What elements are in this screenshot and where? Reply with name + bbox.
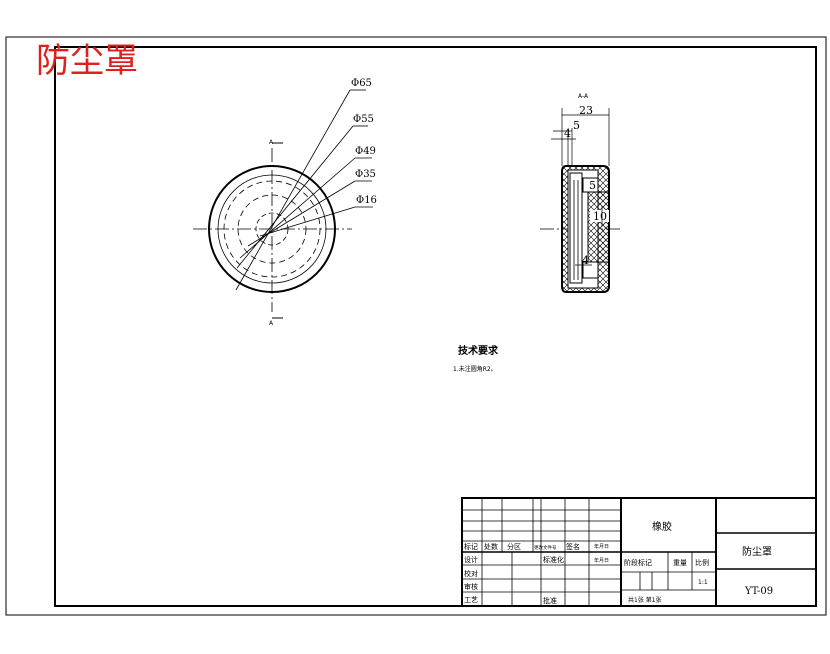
dim-r5: 5 (589, 179, 596, 192)
dim-width-23: 23 (579, 104, 593, 117)
front-view: A A Φ65 Φ55 Φ49 Φ35 Φ16 (193, 78, 377, 327)
tb-designer: 设计 (464, 555, 478, 564)
section-label: A-A (578, 93, 589, 100)
dim-4: 4 (564, 127, 571, 140)
tb-material: 橡胶 (652, 520, 672, 533)
drawing-title: 防尘罩 (36, 41, 138, 81)
tb-sheets: 共1张 第1张 (628, 596, 662, 604)
title-block: 标记 处数 分区 更改文件号 签名 年月日 年月日 设计 校对 审核 工艺 标准… (461, 497, 817, 607)
tb-standardization: 标准化 (543, 555, 564, 564)
tb-label-zone: 分区 (507, 542, 521, 551)
dim-d65: Φ65 (351, 78, 372, 89)
tb-scale-value: 1:1 (698, 579, 708, 586)
tb-process: 工艺 (464, 596, 478, 604)
tb-label-date: 年月日 (594, 543, 609, 550)
tech-req-line-1: 1.未注圆角R2。 (453, 365, 497, 373)
tb-label-mark: 标记 (464, 542, 478, 551)
dim-d16: Φ16 (356, 195, 377, 206)
tb-scale: 比例 (695, 558, 709, 567)
dim-b4: 4 (582, 254, 589, 267)
tb-stage: 阶段标记 (624, 558, 652, 567)
section-view: A-A 23 5 4 5 10 4 (540, 93, 620, 293)
dim-d55: Φ55 (353, 114, 374, 125)
tb-label-count: 处数 (484, 542, 498, 551)
dim-d49: Φ49 (355, 146, 376, 157)
tb-weight: 重量 (673, 559, 687, 567)
tb-checker: 校对 (464, 569, 478, 578)
dim-10: 10 (593, 210, 607, 223)
inner-frame (54, 46, 817, 607)
tb-reviewer: 审核 (464, 582, 478, 591)
tb-approve: 批准 (543, 596, 557, 605)
tb-label-sign: 签名 (566, 542, 580, 551)
dim-5: 5 (573, 119, 580, 132)
dim-d35: Φ35 (355, 169, 376, 180)
section-mark-bottom: A (269, 320, 274, 327)
tb-drawing-no: YT-09 (744, 586, 773, 597)
tb-label-date-2: 年月日 (594, 557, 609, 564)
section-mark-top: A (269, 139, 274, 146)
tb-label-change-doc: 更改文件号 (534, 544, 557, 551)
tech-req-title: 技术要求 (458, 344, 499, 357)
tb-part-name: 防尘罩 (742, 545, 772, 558)
outer-border (5, 36, 827, 616)
